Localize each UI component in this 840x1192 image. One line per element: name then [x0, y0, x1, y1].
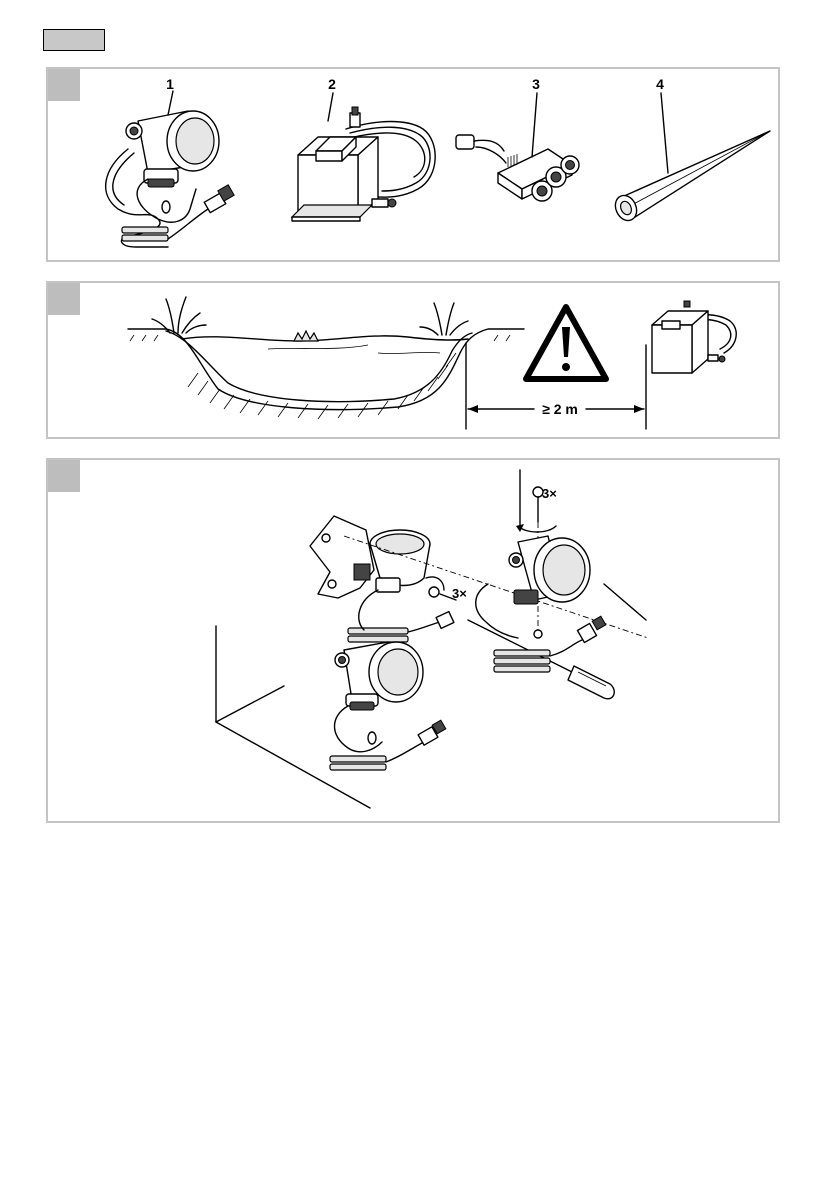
part-number-1: 1	[166, 76, 174, 92]
part-number-4: 4	[656, 76, 664, 92]
transformer-icon	[292, 107, 435, 221]
mounting-bracket-icon	[310, 516, 430, 598]
part-number-3: 3	[532, 76, 540, 92]
pond-cross-section	[128, 329, 524, 419]
parts-illustration: 1 2	[48, 69, 782, 264]
panel-safety-distance: ≥ 2 m	[46, 281, 780, 439]
panel-mounting: 3× 3×	[46, 458, 780, 823]
panel-parts-overview: 1 2	[46, 67, 780, 262]
spotlight-mounted-icon	[476, 536, 590, 638]
spotlight-icon	[106, 91, 235, 247]
transformer-small-icon	[652, 301, 736, 373]
cable-middle-icon	[348, 590, 454, 642]
water-lily-icon	[294, 331, 318, 341]
screw-count-side: 3×	[452, 586, 467, 601]
mounting-illustration: 3× 3×	[48, 460, 782, 825]
part-number-2: 2	[328, 76, 336, 92]
warning-triangle-icon	[526, 307, 606, 379]
pond-illustration: ≥ 2 m	[48, 283, 782, 441]
distance-label: ≥ 2 m	[542, 401, 578, 417]
language-label-box	[43, 29, 105, 51]
plant-right-icon	[420, 303, 468, 335]
ground-spike-icon	[611, 131, 770, 224]
wall-corner	[216, 584, 646, 808]
cable-right-icon	[494, 616, 606, 672]
distributor-icon	[456, 135, 579, 201]
plant-left-icon	[152, 297, 206, 333]
spotlight-floor-icon	[330, 642, 446, 770]
screw-count-top: 3×	[542, 486, 557, 501]
